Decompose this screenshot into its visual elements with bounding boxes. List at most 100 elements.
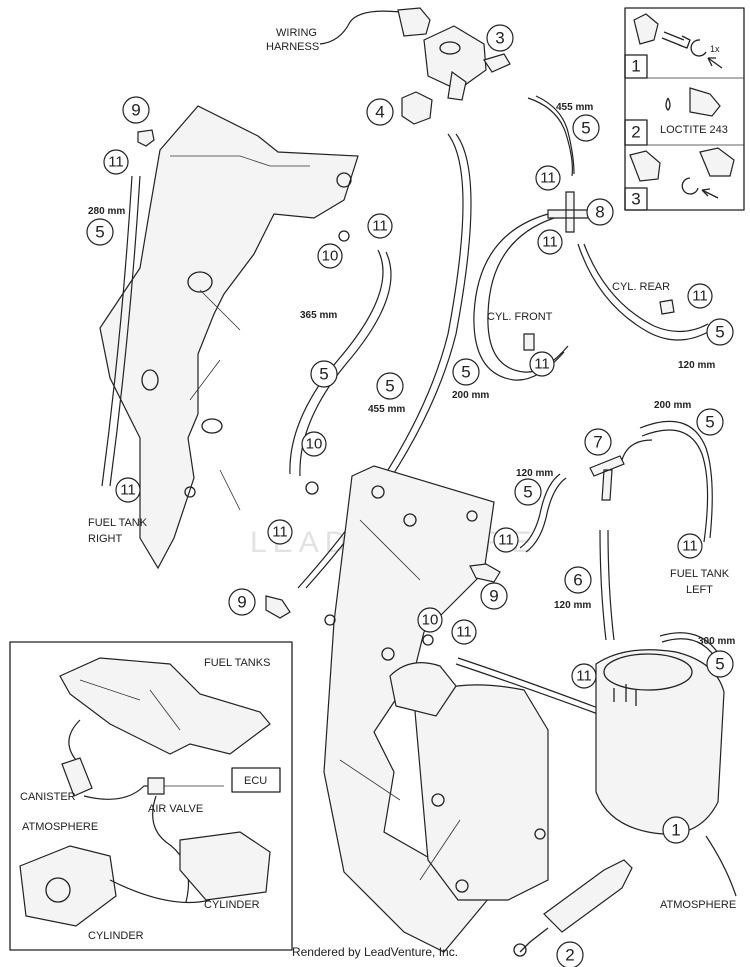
fitting-step1-icon: [633, 13, 659, 45]
callout-11-f: [115, 477, 141, 503]
dim-455-mid: 455 mm: [368, 404, 405, 415]
callout-11-i: [451, 619, 477, 645]
callout-10-a-number: 10: [322, 248, 339, 265]
callout-11-b-number: 11: [542, 234, 558, 251]
callout-9-c: [480, 582, 508, 610]
callout-11-e-number: 11: [108, 154, 124, 171]
callout-11-c-number: 11: [534, 356, 550, 373]
assembly-steps-panel: 1 2 3 1x LOCTITE 243: [624, 7, 745, 211]
render-credit: Rendered by LeadVenture, Inc.: [291, 945, 459, 959]
fuel-tank-right-label-1: FUEL TANK: [88, 517, 148, 529]
callout-11-a: [535, 165, 561, 191]
callout-11-k-number: 11: [682, 538, 698, 555]
callout-9-a: [122, 96, 150, 124]
inset-cylinder-front-shape: [19, 845, 117, 927]
callout-11-b: [537, 229, 563, 255]
step-2-label: 2: [631, 123, 640, 142]
dim-455-top: 455 mm: [556, 102, 593, 113]
hose-to-canister: [457, 657, 599, 709]
callout-5-d-number: 5: [95, 223, 104, 242]
inset-cylinder-label-1: CYLINDER: [204, 899, 260, 911]
wiring-harness-cable: [319, 10, 401, 45]
hose-cyl-rear: [577, 243, 709, 341]
callout-1: [662, 816, 690, 844]
air-valve-part-3: [423, 25, 511, 101]
callout-11-i-number: 11: [456, 624, 472, 641]
dim-120-rear: 120 mm: [678, 360, 715, 371]
callout-4: [366, 98, 394, 126]
t-piece-part-8: [547, 191, 589, 233]
dim-365: 365 mm: [300, 310, 337, 321]
callout-5-g: [514, 478, 542, 506]
callout-11-e: [103, 149, 129, 175]
loctite-label: LOCTITE 243: [660, 124, 728, 136]
fitting-step3-icon: [629, 150, 661, 182]
callout-9-b-number: 9: [237, 593, 246, 612]
hose-365: [289, 249, 384, 475]
callout-5-b: [706, 318, 734, 346]
hose-120-part6: [599, 529, 607, 641]
inset-fuel-tanks-label: FUEL TANKS: [204, 657, 270, 669]
hose-280: [101, 175, 133, 487]
callout-9-b: [228, 588, 256, 616]
callout-11-h: [267, 519, 293, 545]
callout-11-g-number: 11: [372, 218, 388, 235]
callout-5-h: [696, 408, 724, 436]
callout-11-d-number: 11: [692, 288, 708, 305]
cyl-rear-label: CYL. REAR: [612, 281, 670, 293]
hose-200-left: [639, 420, 713, 539]
step-1-label: 1: [631, 57, 640, 76]
dim-120-mid: 120 mm: [516, 468, 553, 479]
elbow-fitting-9-a: [137, 129, 155, 147]
callout-8-number: 8: [595, 203, 604, 222]
cyl-rear-nipple-icon: [659, 299, 675, 315]
callout-11-k: [677, 533, 703, 559]
dim-200-left: 200 mm: [654, 400, 691, 411]
callout-9-c-number: 9: [489, 587, 498, 606]
inset-canister-icon: [61, 757, 93, 797]
dim-300: 300 mm: [698, 636, 735, 647]
inset-cylinder-rear-shape: [179, 831, 271, 901]
harness-connector-icon: [397, 7, 431, 37]
t-piece-part-7: [589, 455, 625, 501]
callout-5-c: [452, 358, 480, 386]
fuel-tank-right-shape: [99, 105, 359, 570]
callout-1-number: 1: [671, 821, 680, 840]
callout-10-c: [417, 607, 443, 633]
callout-11-d: [687, 283, 713, 309]
cyl-front-label: CYL. FRONT: [487, 311, 553, 323]
fuel-tank-left-label-1: FUEL TANK: [670, 568, 730, 580]
callout-3-number: 3: [495, 29, 504, 48]
callout-5-f: [376, 372, 404, 400]
torque-arrow-icon: [690, 39, 707, 57]
callout-11-l-number: 11: [576, 668, 592, 685]
dim-120-six: 120 mm: [554, 600, 591, 611]
inset-canister-label: CANISTER: [20, 791, 76, 803]
part-4-icon: [401, 91, 433, 125]
inset-fuel-tanks-shape: [59, 657, 271, 755]
callout-2-number: 2: [565, 946, 574, 965]
hose-cyl-front: [473, 213, 565, 381]
wiring-harness-label-2: HARNESS: [266, 41, 319, 53]
fuel-tank-left-label-2: LEFT: [686, 584, 713, 596]
loosen-arrow-icon: [681, 177, 699, 195]
dim-200-front: 200 mm: [452, 390, 489, 401]
callout-11-h-number: 11: [272, 524, 288, 541]
inset-cylinder-label-2: CYLINDER: [88, 930, 144, 942]
elbow-fitting-9-c: [469, 563, 501, 583]
callout-11-c: [529, 351, 555, 377]
callout-5-a: [572, 114, 600, 142]
callout-5-e-number: 5: [319, 365, 328, 384]
callout-5-b-number: 5: [715, 323, 724, 342]
callout-4-number: 4: [375, 103, 384, 122]
hose-120-mid: [519, 473, 561, 549]
inset-ecu-box: [231, 767, 281, 793]
callout-5-e: [310, 360, 338, 388]
torque-1x-label: 1x: [710, 44, 720, 54]
inset-air-valve-label: AIR VALVE: [148, 803, 203, 815]
callout-10-c-number: 10: [422, 612, 439, 629]
step-3-label: 3: [631, 190, 640, 209]
callout-11-a-number: 11: [540, 170, 556, 187]
atmosphere-label: ATMOSPHERE: [660, 899, 736, 911]
